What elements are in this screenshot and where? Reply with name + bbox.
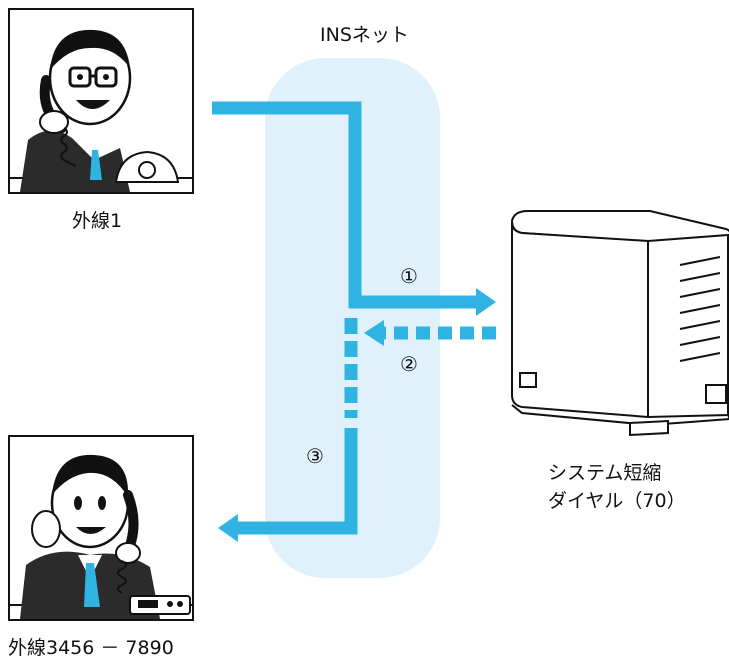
- arrow-1-head: [476, 288, 496, 316]
- arrow-2-head: [364, 320, 384, 346]
- caller-bottom-frame: [8, 435, 194, 621]
- caller-bottom-label: 外線3456 － 7890: [8, 637, 174, 659]
- arrow-3: [236, 428, 358, 535]
- step-3: ③: [306, 444, 324, 468]
- step-2: ②: [400, 352, 418, 376]
- arrow-1: [212, 101, 478, 309]
- caller-top-frame: [8, 8, 194, 194]
- person-on-phone-icon: [10, 29, 192, 192]
- pbx-label-line2: ダイヤル（70）: [548, 490, 686, 512]
- network-label: INSネット: [320, 24, 409, 46]
- caller-top-label: 外線1: [72, 210, 123, 232]
- pbx-label-line1: システム短縮: [548, 462, 662, 484]
- telephone-icon: [129, 595, 191, 615]
- person-on-phone-icon: [10, 454, 192, 619]
- telephone-icon: [114, 150, 180, 183]
- step-1: ①: [400, 264, 418, 288]
- pbx-unit-icon: [510, 210, 729, 437]
- arrow-3-head: [218, 514, 238, 542]
